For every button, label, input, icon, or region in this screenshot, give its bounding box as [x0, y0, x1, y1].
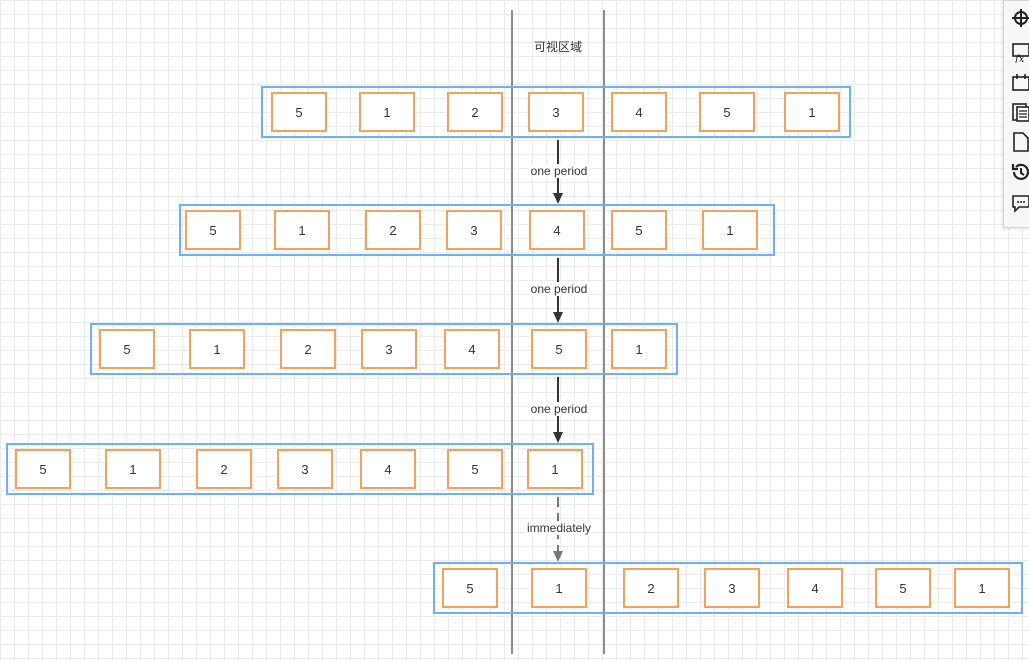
sequence-cell[interactable]: 5: [447, 449, 503, 489]
sequence-cell[interactable]: 1: [531, 568, 587, 608]
sequence-cell[interactable]: 4: [444, 329, 500, 369]
sequence-cell[interactable]: 1: [611, 329, 667, 369]
pages-icon[interactable]: [1010, 101, 1029, 123]
sequence-cell[interactable]: 4: [787, 568, 843, 608]
sequence-cell[interactable]: 2: [196, 449, 252, 489]
sequence-cell[interactable]: 1: [702, 210, 758, 250]
sequence-cell[interactable]: 3: [277, 449, 333, 489]
sequence-cell[interactable]: 5: [271, 92, 327, 132]
sequence-cell[interactable]: 1: [189, 329, 245, 369]
transition-label: one period: [528, 402, 590, 416]
sequence-cell[interactable]: 5: [99, 329, 155, 369]
sequence-cell[interactable]: 3: [704, 568, 760, 608]
right-toolbar: fx: [1003, 0, 1029, 228]
sequence-cell[interactable]: 3: [446, 210, 502, 250]
format-icon[interactable]: [1010, 7, 1029, 29]
sequence-cell[interactable]: 1: [105, 449, 161, 489]
sequence-cell[interactable]: 5: [875, 568, 931, 608]
sequence-cell[interactable]: 3: [528, 92, 584, 132]
transition-label: immediately: [524, 521, 594, 535]
sequence-cell[interactable]: 2: [280, 329, 336, 369]
sequence-cell[interactable]: 2: [447, 92, 503, 132]
sequence-cell[interactable]: 5: [531, 329, 587, 369]
sequence-cell[interactable]: 1: [784, 92, 840, 132]
sequence-cell[interactable]: 1: [954, 568, 1010, 608]
sequence-cell[interactable]: 4: [611, 92, 667, 132]
sequence-cell[interactable]: 1: [359, 92, 415, 132]
visible-area-label: 可视区域: [533, 40, 582, 54]
sequence-cell[interactable]: 5: [442, 568, 498, 608]
history-icon[interactable]: [1010, 161, 1029, 183]
sequence-cell[interactable]: 4: [360, 449, 416, 489]
sequence-cell[interactable]: 2: [365, 210, 421, 250]
sequence-cell[interactable]: 5: [699, 92, 755, 132]
sequence-cell[interactable]: 1: [527, 449, 583, 489]
sequence-cell[interactable]: 2: [623, 568, 679, 608]
document-icon[interactable]: [1010, 131, 1029, 153]
sequence-cell[interactable]: 3: [361, 329, 417, 369]
transition-label: one period: [528, 164, 590, 178]
svg-text:fx: fx: [1014, 54, 1025, 63]
sequence-cell[interactable]: 1: [274, 210, 330, 250]
sequence-cell[interactable]: 5: [611, 210, 667, 250]
comment-icon[interactable]: [1010, 193, 1029, 215]
transition-label: one period: [528, 282, 590, 296]
formula-icon[interactable]: fx: [1010, 41, 1029, 65]
layers-icon[interactable]: [1010, 71, 1029, 93]
sequence-cell[interactable]: 4: [529, 210, 585, 250]
visible-area-right-line: [603, 10, 605, 654]
sequence-cell[interactable]: 5: [15, 449, 71, 489]
visible-area-left-line: [511, 10, 513, 654]
sequence-cell[interactable]: 5: [185, 210, 241, 250]
